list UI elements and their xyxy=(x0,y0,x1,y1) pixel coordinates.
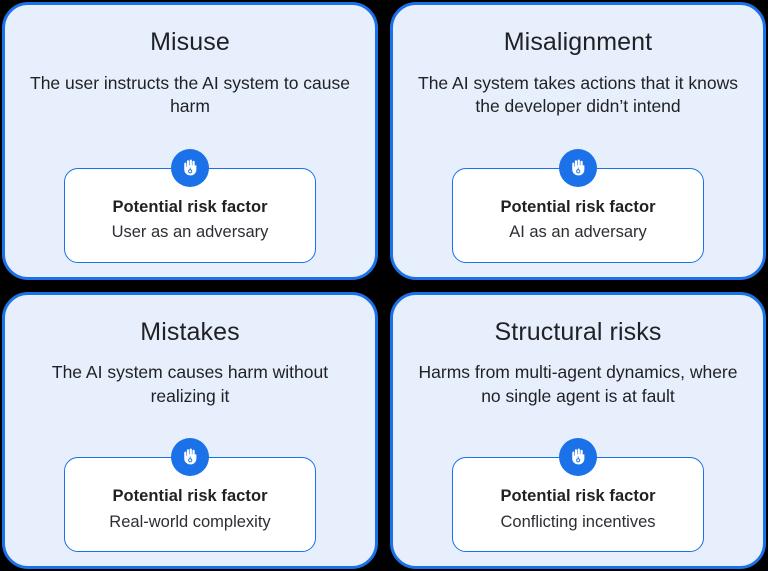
card-description: The user instructs the AI system to caus… xyxy=(30,72,350,117)
card-description: The AI system takes actions that it know… xyxy=(418,72,738,117)
risk-factor-value: Real-world complexity xyxy=(109,512,271,531)
risk-factor-label: Potential risk factor xyxy=(500,487,656,506)
risk-card-misuse[interactable]: Misuse The user instructs the AI system … xyxy=(2,2,378,280)
risk-card-misalignment[interactable]: Misalignment The AI system takes actions… xyxy=(390,2,766,280)
risk-factor-label: Potential risk factor xyxy=(112,197,268,216)
card-title: Misalignment xyxy=(503,28,653,56)
card-title: Mistakes xyxy=(140,317,240,346)
raised-hand-icon xyxy=(559,148,597,187)
raised-hand-icon xyxy=(559,438,597,477)
risk-factor-label: Potential risk factor xyxy=(112,487,268,506)
risk-card-mistakes[interactable]: Mistakes The AI system causes harm witho… xyxy=(2,291,378,569)
raised-hand-icon xyxy=(171,148,209,187)
card-title: Misuse xyxy=(150,28,230,56)
card-description: The AI system causes harm without realiz… xyxy=(51,362,329,406)
card-title: Structural risks xyxy=(494,317,662,346)
risk-factor-label: Potential risk factor xyxy=(500,197,656,216)
risk-card-structural-risks[interactable]: Structural risks Harms from multi-agent … xyxy=(390,291,766,569)
risk-factor-value: Conflicting incentives xyxy=(500,512,656,531)
risk-factor-wrapper: Potential risk factor Conflicting incent… xyxy=(452,438,704,552)
risk-factor-wrapper: Potential risk factor User as an adversa… xyxy=(64,148,316,263)
risk-factor-value: User as an adversary xyxy=(111,223,269,242)
raised-hand-icon xyxy=(171,438,209,477)
card-description: Harms from multi-agent dynamics, where n… xyxy=(418,362,738,406)
risk-factor-wrapper: Potential risk factor Real-world complex… xyxy=(64,438,316,552)
risk-factor-value: AI as an adversary xyxy=(509,223,647,242)
risk-factor-wrapper: Potential risk factor AI as an adversary xyxy=(452,148,704,263)
